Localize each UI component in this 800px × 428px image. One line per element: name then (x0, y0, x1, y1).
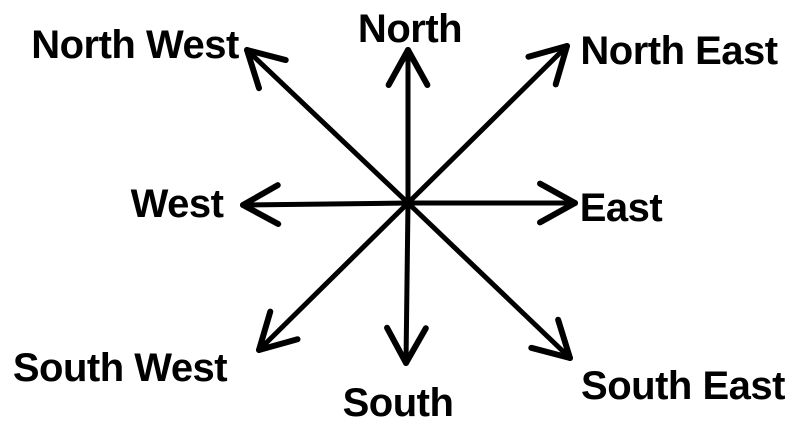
arrow-shaft-west (240, 200, 411, 208)
arrow-head-east-a (537, 180, 578, 206)
arrow-shaft-south (403, 200, 411, 366)
direction-label-south: South (342, 381, 454, 425)
arrow-head-south-b (384, 324, 409, 366)
direction-label-east: East (579, 186, 663, 230)
direction-label-north: North (357, 7, 463, 51)
arrow-head-north-west-a (244, 47, 263, 92)
arrow-head-south-west-b (256, 308, 274, 353)
arrow-shaft-south-east (405, 200, 573, 361)
arrow-head-south-a (403, 325, 429, 366)
arrow-head-south-east-b (528, 344, 573, 361)
arrow-head-west-b (240, 182, 281, 208)
direction-label-north-west: North West (31, 23, 239, 67)
direction-label-west: West (130, 182, 224, 226)
arrow-head-east-b (537, 200, 578, 226)
arrow-head-north-b (405, 47, 431, 88)
direction-label-south-west: South West (12, 346, 228, 390)
arrow-shaft-north-west (244, 47, 411, 206)
arrow-head-south-east-a (555, 316, 573, 361)
arrow-head-south-west-a (256, 336, 301, 353)
arrow-head-north-east-a (525, 43, 570, 60)
arrow-head-north-west-b (244, 47, 289, 64)
arrow-shaft-north-east (405, 43, 570, 206)
direction-label-south-east: South East (581, 364, 785, 408)
arrow-head-north-a (385, 47, 411, 88)
arrow-shaft-south-west (256, 200, 411, 353)
direction-label-north-east: North East (580, 29, 778, 73)
arrow-head-west-a (240, 202, 282, 227)
arrow-head-north-east-b (552, 43, 570, 88)
